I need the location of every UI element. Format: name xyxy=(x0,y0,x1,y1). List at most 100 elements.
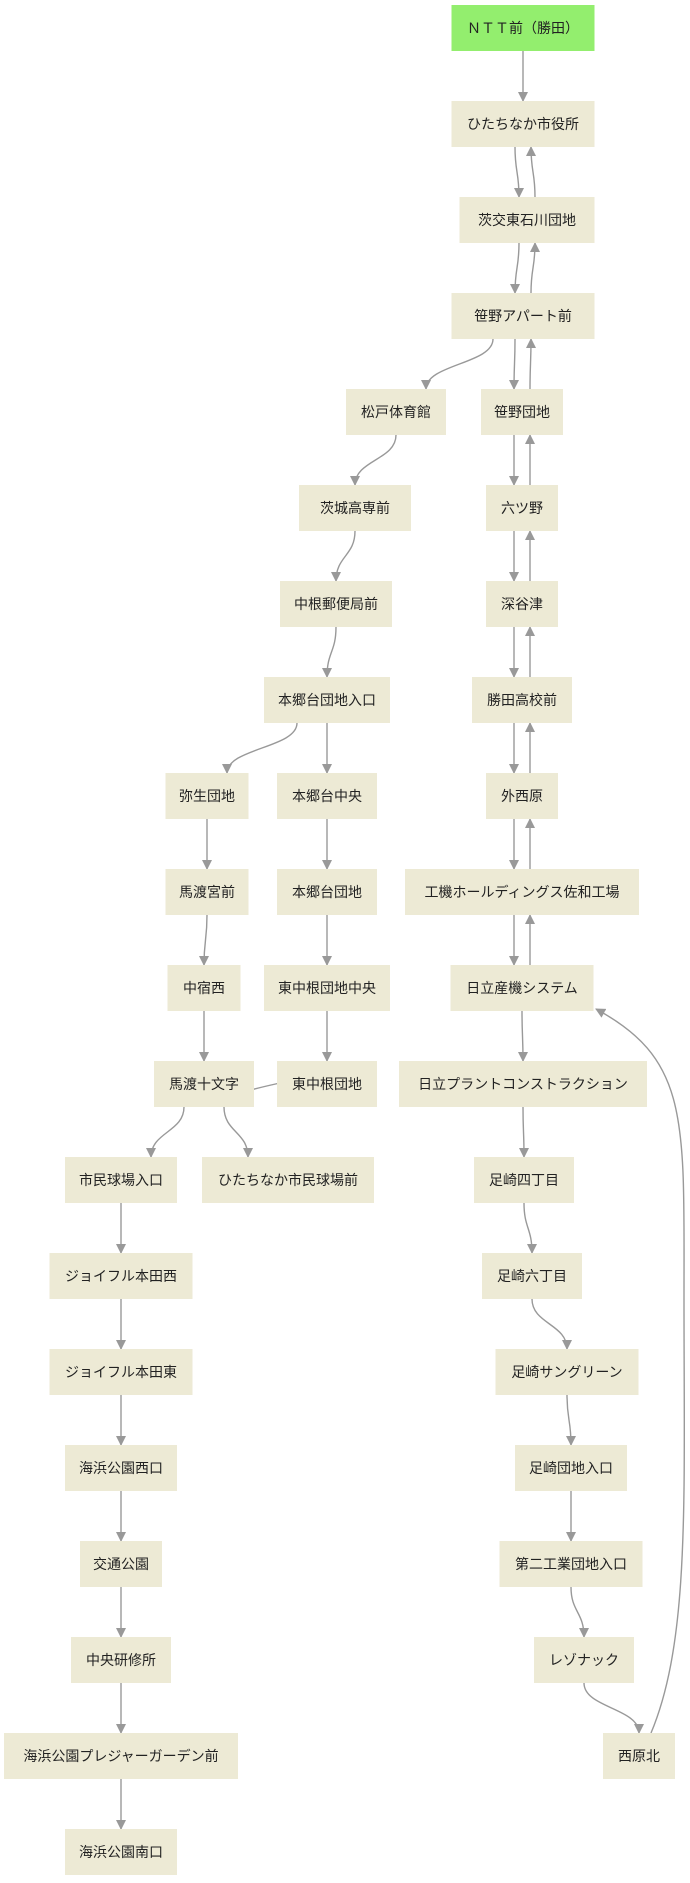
stop-sotonishihara: 外西原 xyxy=(486,773,558,819)
stop-ntt: ＮＴＴ前（勝田） xyxy=(451,5,595,51)
stop-label: 東中根団地中央 xyxy=(278,981,376,997)
stop-label: 交通公園 xyxy=(93,1556,149,1573)
edge-hongo_iriguchi-to-yayoi xyxy=(222,722,298,774)
stop-box xyxy=(49,1253,193,1299)
edge-nishihara_kita-to-hitachi_sanki xyxy=(595,1008,686,1734)
route-edges xyxy=(116,50,686,1830)
stop-label: 足崎サングリーン xyxy=(511,1365,622,1381)
stop-label: 海浜公園西口 xyxy=(79,1461,163,1477)
stop-box xyxy=(603,1733,675,1779)
stop-label: 弥生団地 xyxy=(179,788,235,805)
edge-matsudo-to-ibaraki_kosen xyxy=(350,434,397,486)
stop-box xyxy=(277,773,377,819)
stop-mawatari-miya: 馬渡宮前 xyxy=(165,869,249,915)
stop-label: 工機ホールディングス佐和工場 xyxy=(424,884,619,901)
stop-hongo-iriguchi: 本郷台団地入口 xyxy=(264,677,390,723)
stop-box xyxy=(264,965,390,1011)
stop-label: 勝田高校前 xyxy=(487,692,557,709)
stop-box xyxy=(451,293,595,339)
stop-label: 茨交東石川団地 xyxy=(478,212,576,229)
stop-kotsu-koen: 交通公園 xyxy=(80,1541,162,1587)
stop-box xyxy=(299,485,411,531)
edge-mawatari_jumonji-to-shimin_mae xyxy=(223,1106,253,1158)
stop-box xyxy=(482,1253,582,1299)
stop-box xyxy=(264,677,390,723)
stop-box xyxy=(165,869,249,915)
edge-mawatari_jumonji-to-shimin_iriguchi xyxy=(146,1106,185,1158)
stop-box xyxy=(474,1157,574,1203)
stop-box xyxy=(165,773,249,819)
stop-label: 日立プラントコンストラクション xyxy=(418,1077,628,1093)
stop-box xyxy=(65,1445,177,1491)
stop-label: 松戸体育館 xyxy=(361,404,431,421)
edge-ibako_higashi-to-hitachinaka_city xyxy=(526,146,537,198)
stop-label: 外西原 xyxy=(501,789,543,805)
stop-label: ＮＴＴ前（勝田） xyxy=(467,20,579,37)
stop-box xyxy=(65,1829,177,1875)
stop-box xyxy=(280,581,392,627)
stop-koki-holdings: 工機ホールディングス佐和工場 xyxy=(405,869,639,915)
stop-box xyxy=(459,197,595,243)
stop-matsudo: 松戸体育館 xyxy=(346,389,446,435)
edge-sasano_apt-to-sasano_danchi xyxy=(509,338,520,390)
stop-label: 中央研修所 xyxy=(86,1653,156,1669)
stop-label: 茨城高専前 xyxy=(320,500,390,517)
edge-mawatari_miya-to-nakajuku xyxy=(199,914,210,966)
edge-hitachinaka_city-to-ibako_higashi xyxy=(513,146,524,198)
stop-label: 海浜公園プレジャーガーデン前 xyxy=(23,1748,218,1765)
stop-ashizaki6: 足崎六丁目 xyxy=(482,1253,582,1299)
edge-ashizaki_sun-to-ashizaki_iriguchi xyxy=(565,1394,576,1446)
stop-nakane-post: 中根郵便局前 xyxy=(280,581,392,627)
stop-box xyxy=(399,1061,647,1107)
stop-hitachi-sanki: 日立産機システム xyxy=(450,965,594,1011)
stop-label: 本郷台中央 xyxy=(292,789,362,805)
stop-mawatari-jumonji: 馬渡十文字 xyxy=(154,1061,254,1107)
stop-kaihin-pleasure: 海浜公園プレジャーガーデン前 xyxy=(4,1733,238,1779)
edge-ibaraki_kosen-to-nakane_post xyxy=(331,530,356,582)
stop-box xyxy=(450,965,594,1011)
stop-label: 笹野アパート前 xyxy=(474,308,572,325)
edge-ashizaki4-to-ashizaki6 xyxy=(523,1202,537,1254)
stop-nakajuku: 中宿西 xyxy=(167,965,241,1011)
stop-rezonakku: レゾナック xyxy=(534,1637,634,1683)
edge-hitachi_sanki-to-hitachi_plant xyxy=(517,1010,528,1062)
stop-label: ひたちなか市役所 xyxy=(467,116,579,133)
stop-box xyxy=(499,1541,643,1587)
edge-sasano_apt-to-ibako_higashi xyxy=(529,242,540,294)
stop-kaihin-west: 海浜公園西口 xyxy=(65,1445,177,1491)
stop-ashizaki-iriguchi: 足崎団地入口 xyxy=(515,1445,627,1491)
stop-box xyxy=(486,773,558,819)
stop-label: 市民球場入口 xyxy=(79,1172,163,1189)
stop-label: 本郷台団地入口 xyxy=(278,693,376,709)
stop-ashizaki-sun: 足崎サングリーン xyxy=(495,1349,639,1395)
stop-label: 日立産機システム xyxy=(466,981,578,997)
stop-box xyxy=(346,389,446,435)
stop-yayoi: 弥生団地 xyxy=(165,773,249,819)
stop-box xyxy=(80,1541,162,1587)
stop-box xyxy=(277,869,377,915)
stop-label: 中宿西 xyxy=(183,980,225,997)
edge-ibako_higashi-to-sasano_apt xyxy=(510,242,521,294)
stop-hitachi-plant: 日立プラントコンストラクション xyxy=(399,1061,647,1107)
edge-sasano_apt-to-matsudo xyxy=(421,338,494,390)
stop-label: 足崎団地入口 xyxy=(529,1461,613,1477)
stop-box xyxy=(277,1061,377,1107)
stop-label: 西原北 xyxy=(618,1749,660,1765)
stop-label: 馬渡十文字 xyxy=(169,1077,239,1093)
stop-ibaraki-kosen: 茨城高専前 xyxy=(299,485,411,531)
stop-label: 海浜公園南口 xyxy=(79,1845,163,1861)
edge-rezonakku-to-nishihara_kita xyxy=(583,1682,644,1734)
stop-box xyxy=(481,389,563,435)
stop-label: 東中根団地 xyxy=(292,1077,362,1093)
stop-box xyxy=(451,5,595,51)
stop-ashizaki4: 足崎四丁目 xyxy=(474,1157,574,1203)
edge-sasano_danchi-to-sasano_apt xyxy=(525,338,536,390)
stop-label: ジョイフル本田東 xyxy=(65,1365,177,1381)
stop-box xyxy=(154,1061,254,1107)
stop-hongo-chuo: 本郷台中央 xyxy=(277,773,377,819)
stop-label: 足崎六丁目 xyxy=(497,1269,567,1285)
stop-shimin-mae: ひたちなか市民球場前 xyxy=(202,1157,374,1203)
stop-box xyxy=(65,1157,177,1203)
stop-box xyxy=(49,1349,193,1395)
